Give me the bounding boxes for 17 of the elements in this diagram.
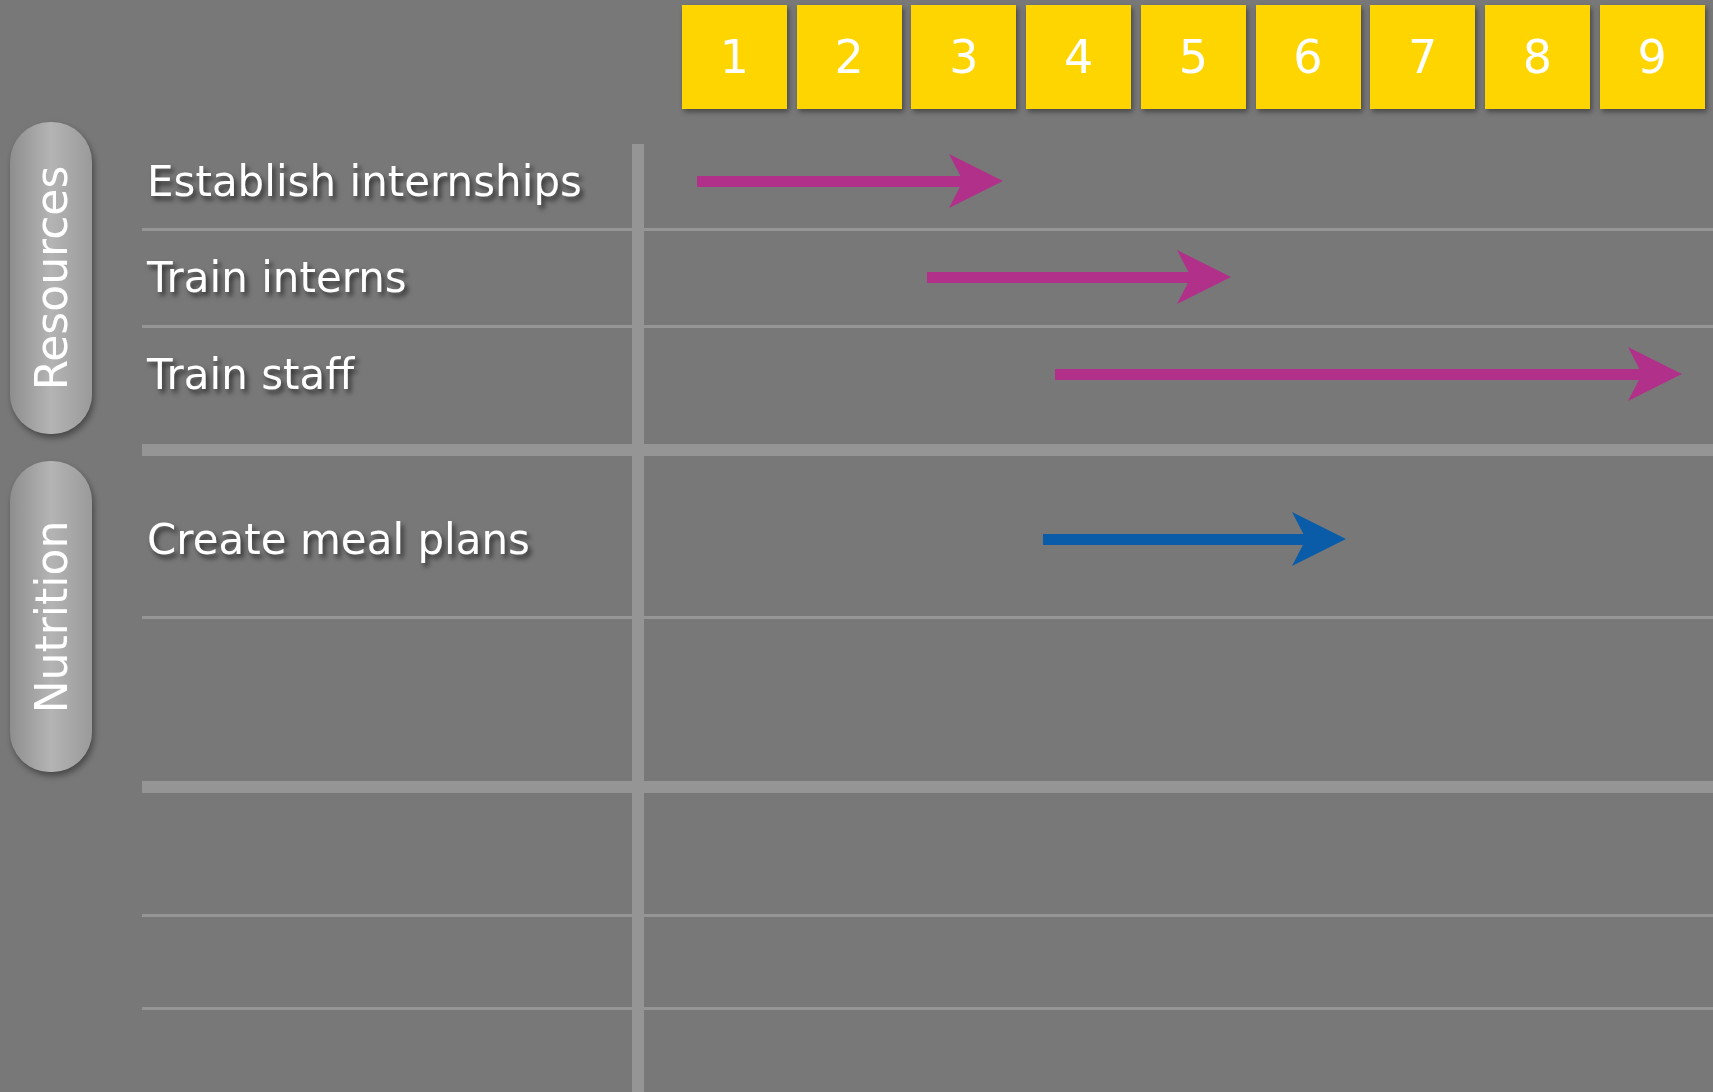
period-header: 5 xyxy=(1140,5,1246,109)
task-label: Create meal plans xyxy=(147,514,530,564)
period-header: 2 xyxy=(796,5,902,109)
period-header: 3 xyxy=(911,5,1017,109)
period-header: 9 xyxy=(1599,5,1705,109)
task-label: Establish internships xyxy=(147,156,582,206)
group-tab xyxy=(10,461,92,772)
period-header: 1 xyxy=(682,5,787,109)
task-label: Train staff xyxy=(147,349,355,399)
group-title: Resources xyxy=(25,165,77,391)
period-header: 6 xyxy=(1255,5,1361,109)
group-tab xyxy=(10,122,92,434)
period-header: 8 xyxy=(1484,5,1590,109)
period-header: 7 xyxy=(1370,5,1476,109)
task-label: Train interns xyxy=(147,252,407,302)
group-title: Nutrition xyxy=(25,520,77,713)
period-header: 4 xyxy=(1026,5,1132,109)
